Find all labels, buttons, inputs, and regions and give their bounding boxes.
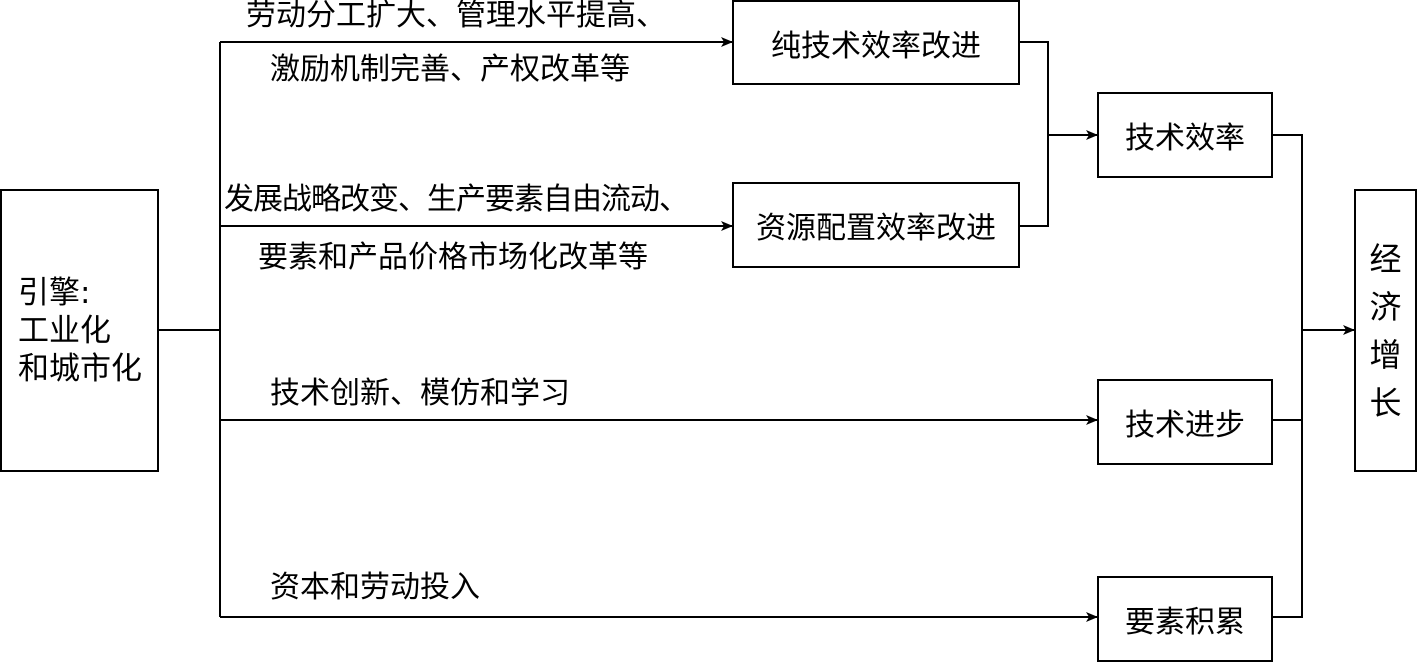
tech-progress-box: 技术进步: [1097, 379, 1273, 465]
merge-tech-efficiency: [1019, 41, 1049, 227]
economic-growth-box: 经 济 增 长: [1354, 189, 1417, 472]
pure-tech-efficiency-box: 纯技术效率改进: [732, 0, 1020, 85]
tech-progress-label: 技术创新、模仿和学习: [270, 376, 570, 411]
growth-char-4: 长: [1369, 383, 1402, 422]
allocation-label-line-1: 发展战略改变、生产要素自由流动、: [224, 182, 689, 217]
growth-char-1: 经: [1369, 239, 1402, 278]
engine-box: 引擎: 工业化 和城市化: [0, 189, 159, 472]
pure-tech-label-line-1: 劳动分工扩大、管理水平提高、: [246, 0, 666, 33]
factor-accumulation-box: 要素积累: [1097, 576, 1273, 662]
engine-line-2: 工业化: [18, 312, 111, 349]
pure-tech-label-line-2: 激励机制完善、产权改革等: [270, 52, 630, 87]
merge-growth: [1272, 134, 1303, 618]
allocation-label-line-2: 要素和产品价格市场化改革等: [258, 240, 648, 275]
engine-line-3: 和城市化: [18, 350, 142, 387]
factor-label: 资本和劳动投入: [270, 570, 480, 605]
tech-efficiency-box: 技术效率: [1097, 92, 1273, 178]
growth-char-3: 增: [1369, 335, 1402, 374]
growth-char-2: 济: [1369, 287, 1402, 326]
engine-line-1: 引擎:: [18, 274, 91, 311]
allocation-efficiency-box: 资源配置效率改进: [732, 182, 1020, 268]
